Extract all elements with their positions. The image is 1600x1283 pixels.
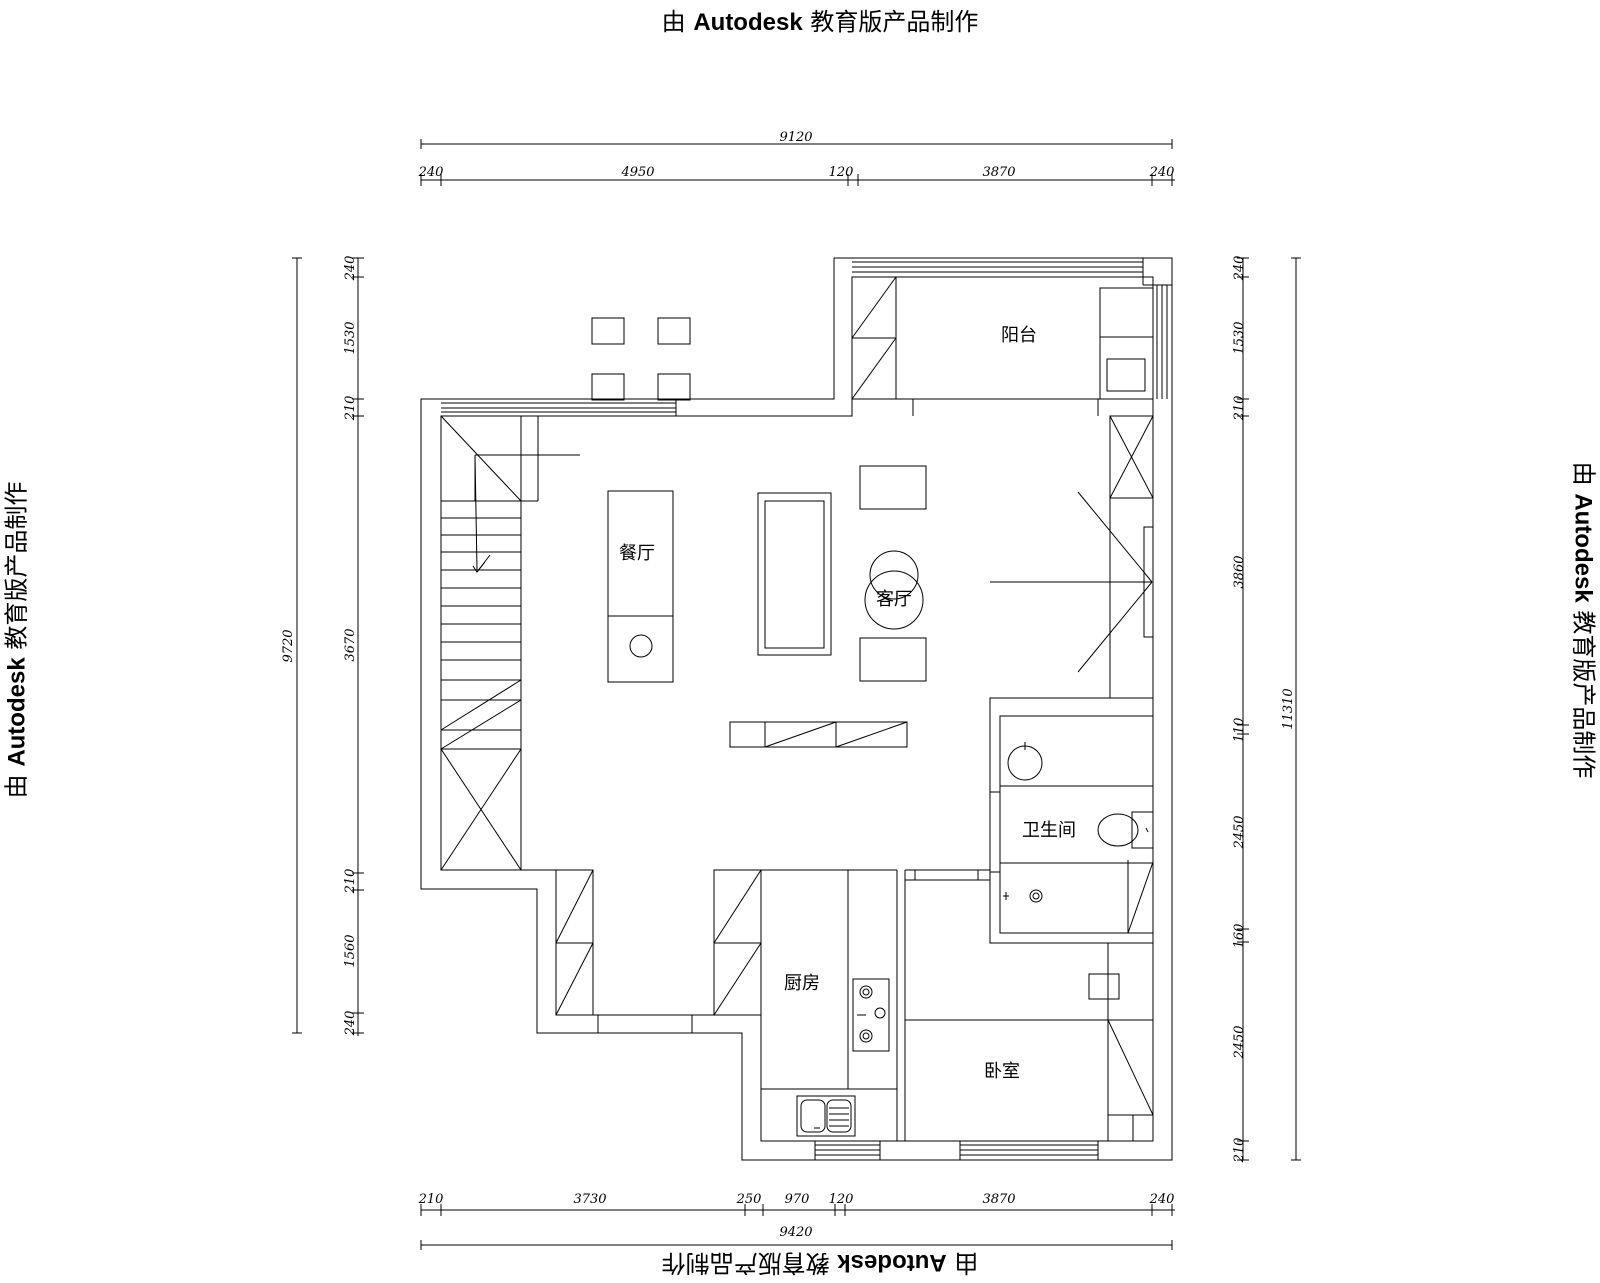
dim-right-seg: 210 xyxy=(1232,1138,1247,1164)
room-label-bedroom: 卧室 xyxy=(984,1061,1020,1082)
dimension-top xyxy=(421,139,1175,186)
dim-right-seg: 2450 xyxy=(1232,1025,1247,1059)
sofa xyxy=(758,493,831,655)
nightstand xyxy=(1089,974,1119,999)
bedroom-walls xyxy=(905,943,1153,1141)
dining-table-set xyxy=(592,318,690,682)
windows xyxy=(441,258,1172,1160)
dim-bottom-seg: 3730 xyxy=(573,1192,606,1207)
dim-left-seg: 240 xyxy=(343,256,358,282)
bench xyxy=(730,722,907,747)
balcony-divider xyxy=(852,399,1153,416)
dim-bottom-seg: 240 xyxy=(1149,1192,1175,1207)
dim-left-seg: 1530 xyxy=(343,321,358,354)
dim-top-seg: 4950 xyxy=(620,165,654,180)
stove xyxy=(853,979,889,1051)
dim-left-seg: 210 xyxy=(343,396,358,422)
tv-unit xyxy=(990,492,1153,672)
outer-walls xyxy=(421,258,1172,1160)
dim-bottom-total: 9420 xyxy=(779,1225,812,1240)
room-label-kitchen: 厨房 xyxy=(784,973,820,994)
dim-bottom-seg: 970 xyxy=(785,1192,810,1207)
dim-left-seg: 210 xyxy=(343,869,358,895)
dim-right-seg: 3860 xyxy=(1232,555,1247,588)
kitchen-sink xyxy=(797,1096,855,1136)
dim-right-seg: 210 xyxy=(1232,396,1247,422)
dim-top-seg: 240 xyxy=(1149,165,1175,180)
room-label-dining: 餐厅 xyxy=(619,543,655,564)
room-label-balcony: 阳台 xyxy=(1001,325,1037,346)
dim-right-seg: 240 xyxy=(1232,256,1247,282)
hall-wardrobe xyxy=(556,870,761,1015)
room-label-living: 客厅 xyxy=(876,589,912,610)
shower xyxy=(1003,890,1042,902)
dim-left-seg: 3670 xyxy=(343,628,358,661)
dim-right-seg: 110 xyxy=(1232,718,1247,743)
kitchen-walls xyxy=(761,870,990,1141)
toilet xyxy=(1098,812,1153,848)
dim-bottom-seg: 250 xyxy=(736,1192,762,1207)
dim-right-seg: 160 xyxy=(1232,924,1247,949)
dim-right-total: 11310 xyxy=(1281,688,1296,729)
dim-bottom-seg: 120 xyxy=(829,1192,854,1207)
dim-left-total: 9720 xyxy=(281,629,296,662)
balcony-washer-area xyxy=(1100,288,1153,399)
dim-bottom-seg: 3870 xyxy=(982,1192,1015,1207)
dim-bottom-seg: 210 xyxy=(418,1192,444,1207)
dim-right-seg: 2450 xyxy=(1232,815,1247,849)
dim-right-seg: 1530 xyxy=(1232,321,1247,354)
dim-left-seg: 1560 xyxy=(343,934,358,967)
dim-top-seg: 120 xyxy=(829,165,854,180)
dim-top-seg: 240 xyxy=(418,165,444,180)
bathroom-sink xyxy=(1008,742,1042,780)
dim-left-seg: 240 xyxy=(343,1011,358,1037)
balcony-cabinet xyxy=(852,277,896,399)
dim-top-total: 9120 xyxy=(779,130,812,145)
room-label-bathroom: 卫生间 xyxy=(1022,820,1076,841)
stair-storage xyxy=(441,749,521,870)
staircase xyxy=(441,416,580,749)
dim-top-seg: 3870 xyxy=(982,165,1015,180)
